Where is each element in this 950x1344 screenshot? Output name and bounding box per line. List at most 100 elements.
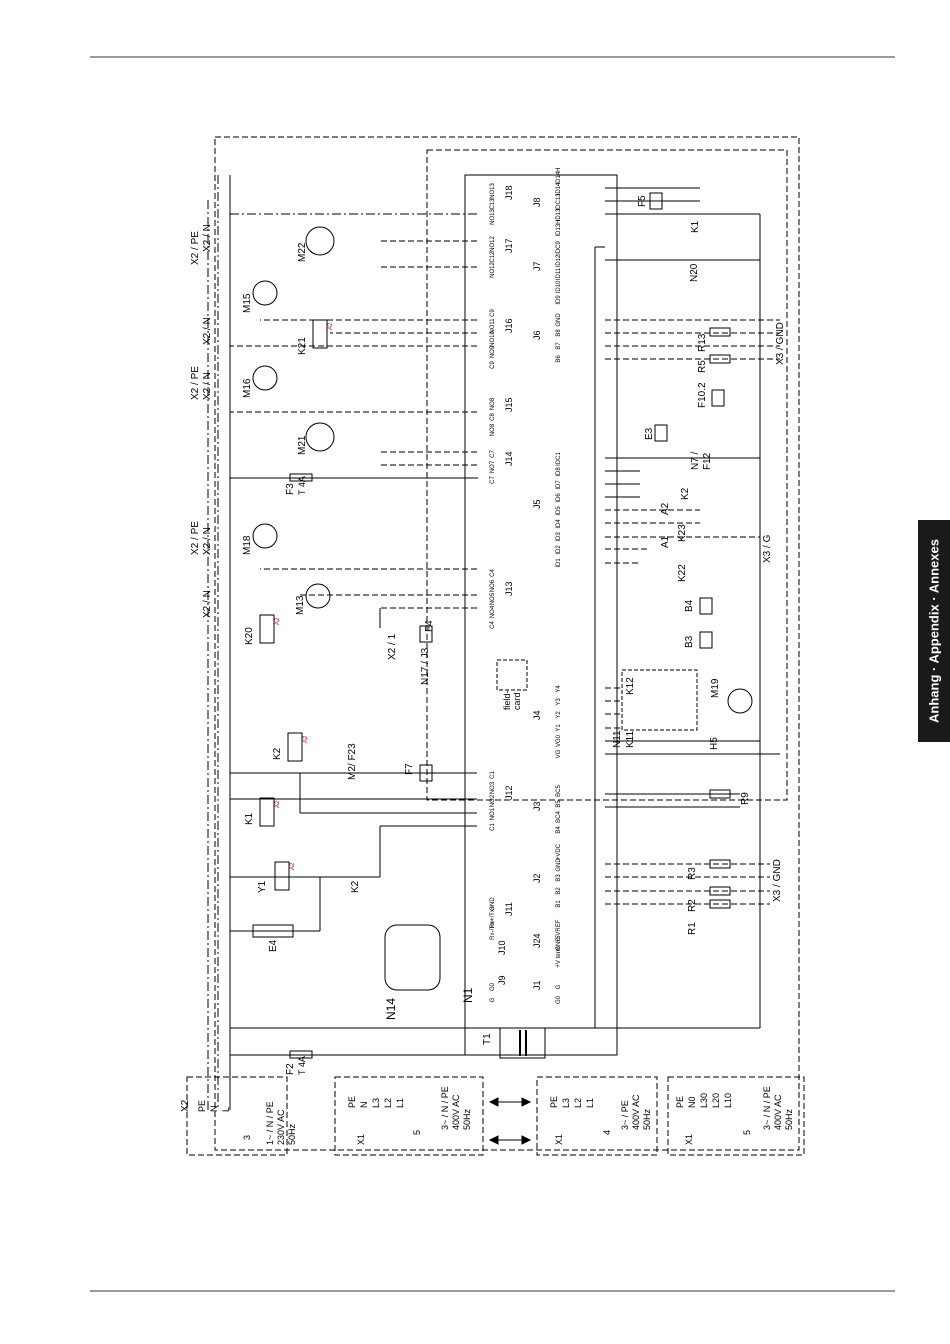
m16-label: M16 xyxy=(242,378,253,398)
left-pin-4-2: C7 xyxy=(490,450,496,458)
f7-label: F7 xyxy=(404,763,415,775)
left-pin-2-2: NO2 xyxy=(490,794,496,807)
left-pin-3-4: C4 xyxy=(490,569,496,577)
left-pin-0-1: G0 xyxy=(490,982,496,991)
n14-label: N14 xyxy=(384,998,398,1020)
opt4-spec-2: 50Hz xyxy=(642,1108,652,1130)
x2-spec-0: 1~ / N / PE xyxy=(265,1101,275,1145)
fieldcard-label-1: card xyxy=(512,692,522,710)
r5-label: R5 xyxy=(697,360,708,373)
opt5b-term-0: PE xyxy=(675,1096,685,1108)
connector-J17: J17 xyxy=(504,238,514,253)
x2-label: X2 xyxy=(180,1099,191,1112)
bus-x2n-4: X2 / N xyxy=(202,527,213,555)
left-pin-5-1: C8 xyxy=(490,413,496,421)
opt5b-spec-2: 50Hz xyxy=(784,1108,794,1130)
opt5b-spec-1: 400V AC xyxy=(773,1094,783,1130)
right-pin-4-3: Y2 xyxy=(556,711,562,719)
opt5a-num: 5 xyxy=(412,1130,422,1135)
mark-a2-1: A2 xyxy=(303,735,309,743)
k12-label: K12 xyxy=(625,677,636,695)
right-pin-4-4: Y3 xyxy=(556,698,562,706)
opt4-spec-1: 400V AC xyxy=(631,1094,641,1130)
connector-J6: J6 xyxy=(532,330,542,340)
opt5a-term-1: N xyxy=(359,1102,369,1109)
x2-term-2: L xyxy=(221,1107,231,1112)
right-pin-1-0: +V term xyxy=(556,946,562,967)
bus-x2pe-3: X2 / PE xyxy=(190,521,201,555)
left-pin-8-1: C13 xyxy=(490,198,496,210)
x1-label-c: X1 xyxy=(684,1134,694,1145)
bus-x2n-1: X2 / N xyxy=(202,224,213,252)
k20-label: K20 xyxy=(244,627,255,645)
bus-x3gnd-1: X3 / GND xyxy=(775,322,786,365)
left-pin-3-0: C4 xyxy=(490,621,496,629)
right-pin-5-0: ID1 xyxy=(556,558,562,568)
left-pin-3-2: NO5 xyxy=(490,592,496,605)
k23-label: K23 xyxy=(677,524,688,542)
f2-label: F2 xyxy=(285,1063,296,1075)
k2c-label: K2 xyxy=(680,487,691,500)
right-pin-1-2: +5VREF xyxy=(556,919,562,942)
f3-label: F3 xyxy=(285,483,296,495)
opt4-term-2: L2 xyxy=(573,1098,583,1108)
mark-a2-4: A2 xyxy=(328,322,334,330)
m19-label: M19 xyxy=(710,678,721,698)
right-pin-5-7: ID8 xyxy=(556,467,562,477)
y1-label: Y1 xyxy=(257,880,268,893)
right-pin-1-1: GND xyxy=(556,937,562,951)
right-pin-4-5: Y4 xyxy=(556,685,562,693)
connector-J14: J14 xyxy=(504,451,514,466)
right-pin-6-1: B7 xyxy=(556,342,562,350)
connector-J12: J12 xyxy=(504,785,514,800)
opt4-num: 4 xyxy=(602,1130,612,1135)
right-pin-2-0: B1 xyxy=(556,900,562,908)
mark-a2-0: A2 xyxy=(275,800,281,808)
right-pin-3-3: BC5 xyxy=(556,785,562,797)
left-pin-8-2: NO13 xyxy=(490,183,496,199)
right-pin-5-3: ID4 xyxy=(556,519,562,529)
bus-x2pe-2: X2 / PE xyxy=(190,366,201,400)
x2-num: 3 xyxy=(242,1135,252,1140)
right-pin-8-0: ID13H xyxy=(556,219,562,236)
f102-label: F10.2 xyxy=(697,382,708,408)
connector-J8: J8 xyxy=(532,197,542,207)
f5-label: F5 xyxy=(637,195,648,207)
controller-name: N1 xyxy=(461,987,475,1003)
a1-label: A1 xyxy=(660,535,671,548)
bus-x3gnd-2: X3 / GND xyxy=(772,859,783,902)
k2b-label: K2 xyxy=(272,747,283,760)
right-pin-7-4: IDC9 xyxy=(556,241,562,255)
opt5b-term-4: L10 xyxy=(723,1093,733,1108)
right-pin-6-0: B6 xyxy=(556,355,562,363)
r3-label: R3 xyxy=(687,867,698,880)
opt5a-term-3: L2 xyxy=(383,1098,393,1108)
left-pin-2-4: C1 xyxy=(490,771,496,779)
connector-J4: J4 xyxy=(532,710,542,720)
left-pin-6-0: C9 xyxy=(490,361,496,369)
e3-label: E3 xyxy=(644,427,655,440)
m22-label: M22 xyxy=(297,242,308,262)
m18-label: M18 xyxy=(242,535,253,555)
right-pin-2-1: B2 xyxy=(556,887,562,895)
right-pin-2-4: +VDC xyxy=(556,843,562,860)
left-pin-1-1: Rx+/Tx+ xyxy=(490,905,496,928)
right-pin-4-2: Y1 xyxy=(556,724,562,732)
x1-label-b: X1 xyxy=(554,1134,564,1145)
x2-spec-2: 50Hz xyxy=(287,1123,297,1145)
left-pin-6-1: NO9 xyxy=(490,345,496,358)
right-pin-5-5: ID6 xyxy=(556,493,562,503)
right-pin-8-1: ID13 xyxy=(556,208,562,221)
left-pin-4-1: NO7 xyxy=(490,460,496,473)
x1-label-a: X1 xyxy=(356,1134,366,1145)
top-rule xyxy=(90,56,895,58)
k1-label: K1 xyxy=(244,812,255,825)
connector-J3: J3 xyxy=(532,801,542,811)
opt4-term-0: PE xyxy=(549,1096,559,1108)
k22-label: K22 xyxy=(677,564,688,582)
right-pin-7-0: ID9 xyxy=(556,295,562,305)
right-pin-7-1: ID10 xyxy=(556,280,562,293)
right-pin-5-2: ID3 xyxy=(556,532,562,542)
